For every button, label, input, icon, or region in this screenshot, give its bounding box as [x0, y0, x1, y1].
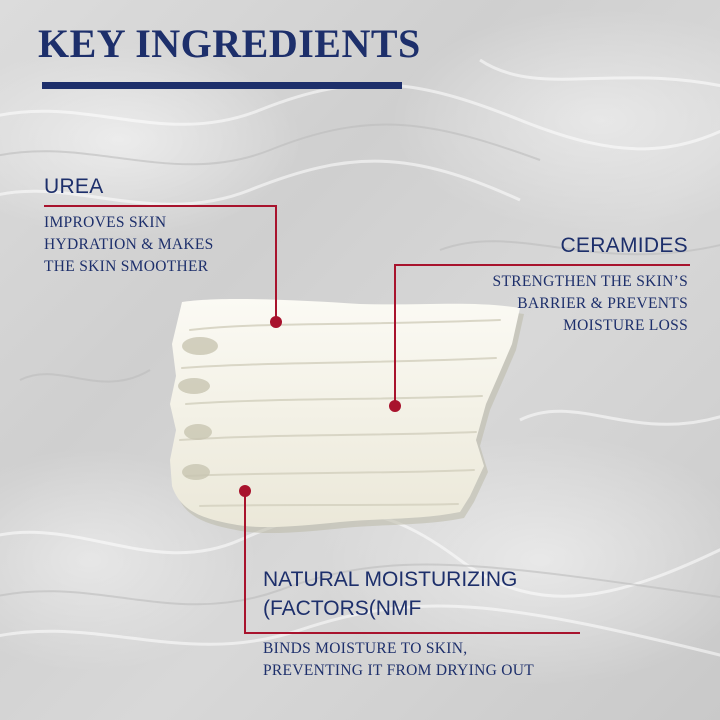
nmf-description-line: BINDS MOISTURE TO SKIN, — [263, 640, 468, 657]
title-underline — [42, 82, 402, 89]
nmf-heading-line: (FACTORS(NMF — [263, 597, 422, 620]
ceramides-description-line: STRENGTHEN THE SKIN’S — [492, 273, 688, 290]
ceramides-description-line: MOISTURE LOSS — [563, 317, 688, 334]
urea-description-line: HYDRATION & MAKES — [44, 236, 214, 253]
nmf-heading: NATURAL MOISTURIZING (FACTORS(NMF — [263, 565, 517, 623]
urea-description-line: THE SKIN SMOOTHER — [44, 258, 209, 275]
ceramides-heading: CERAMIDES — [560, 234, 688, 257]
urea-description-line: IMPROVES SKIN — [44, 214, 167, 231]
urea-callout-dot — [270, 316, 282, 328]
nmf-callout-dot — [239, 485, 251, 497]
ceramides-description: STRENGTHEN THE SKIN’S BARRIER & PREVENTS… — [493, 271, 688, 337]
callout-dots — [239, 316, 401, 497]
nmf-heading-line: NATURAL MOISTURIZING — [263, 568, 518, 591]
ceramides-description-line: BARRIER & PREVENTS — [517, 295, 688, 312]
page-title: KEY INGREDIENTS — [38, 21, 421, 66]
nmf-description: BINDS MOISTURE TO SKIN, PREVENTING IT FR… — [263, 638, 534, 682]
urea-heading: UREA — [44, 175, 104, 198]
ceramides-callout-dot — [389, 400, 401, 412]
urea-callout-line — [44, 205, 277, 322]
urea-description: IMPROVES SKIN HYDRATION & MAKES THE SKIN… — [44, 212, 214, 278]
cream-swatch — [170, 298, 524, 534]
nmf-description-line: PREVENTING IT FROM DRYING OUT — [263, 662, 535, 679]
callout-lines — [44, 205, 690, 634]
ceramides-callout-line — [394, 264, 690, 406]
nmf-callout-line — [244, 491, 580, 634]
